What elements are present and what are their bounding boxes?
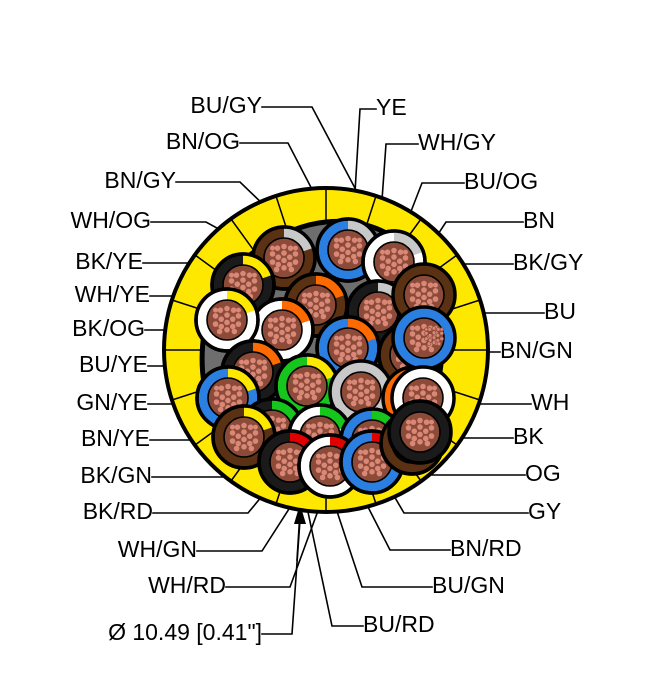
label-bk-gy: BK/GY	[513, 249, 583, 275]
label-bu-og: BU/OG	[464, 168, 538, 194]
label-bu-gn: BU/GN	[432, 572, 505, 598]
label-group-left: BU/GY BN/OG BN/GY WH/OG BK/YE WH/YE BK/O…	[71, 92, 263, 598]
label-gy: GY	[528, 498, 561, 524]
label-ye: YE	[376, 94, 407, 120]
conductor-BK-outer	[387, 399, 453, 465]
label-bk-gn: BK/GN	[80, 462, 152, 488]
dimension-arrowhead	[294, 504, 306, 524]
label-bk-ye: BK/YE	[75, 248, 143, 274]
label-bn: BN	[523, 207, 555, 233]
label-group-right: YE WH/GY BU/OG BN BK/GY BU BN/GN WH BK O…	[363, 94, 583, 637]
label-wh-ye: WH/YE	[75, 281, 150, 307]
conductor-group	[194, 217, 457, 499]
label-bu-ye: BU/YE	[79, 351, 148, 377]
label-bn-gy: BN/GY	[104, 167, 176, 193]
label-og: OG	[525, 460, 561, 486]
label-wh-gn: WH/GN	[118, 536, 197, 562]
conductor-BU-outer	[391, 305, 457, 371]
label-bn-ye: BN/YE	[81, 425, 150, 451]
label-bn-rd: BN/RD	[450, 535, 522, 561]
conductor-BU-OG	[315, 315, 381, 381]
label-bu-gy: BU/GY	[190, 92, 262, 118]
label-bk-og: BK/OG	[72, 315, 145, 341]
label-wh-gy: WH/GY	[418, 129, 496, 155]
conductor-GY	[328, 359, 394, 425]
label-wh-og: WH/OG	[71, 207, 152, 233]
label-bn-og: BN/OG	[166, 128, 240, 154]
conductor-WH-YE	[194, 287, 260, 353]
label-bu-rd: BU/RD	[363, 611, 435, 637]
label-bk-rd: BK/RD	[83, 498, 153, 524]
conductor-BN-GY	[251, 225, 317, 291]
label-bk: BK	[513, 423, 544, 449]
diameter-dimension-label: Ø 10.49 [0.41"]	[108, 619, 262, 645]
label-bn-gn: BN/GN	[500, 337, 573, 363]
label-bu: BU	[544, 298, 576, 324]
label-wh: WH	[531, 389, 569, 415]
label-gn-ye: GN/YE	[76, 389, 148, 415]
label-wh-rd: WH/RD	[148, 572, 226, 598]
